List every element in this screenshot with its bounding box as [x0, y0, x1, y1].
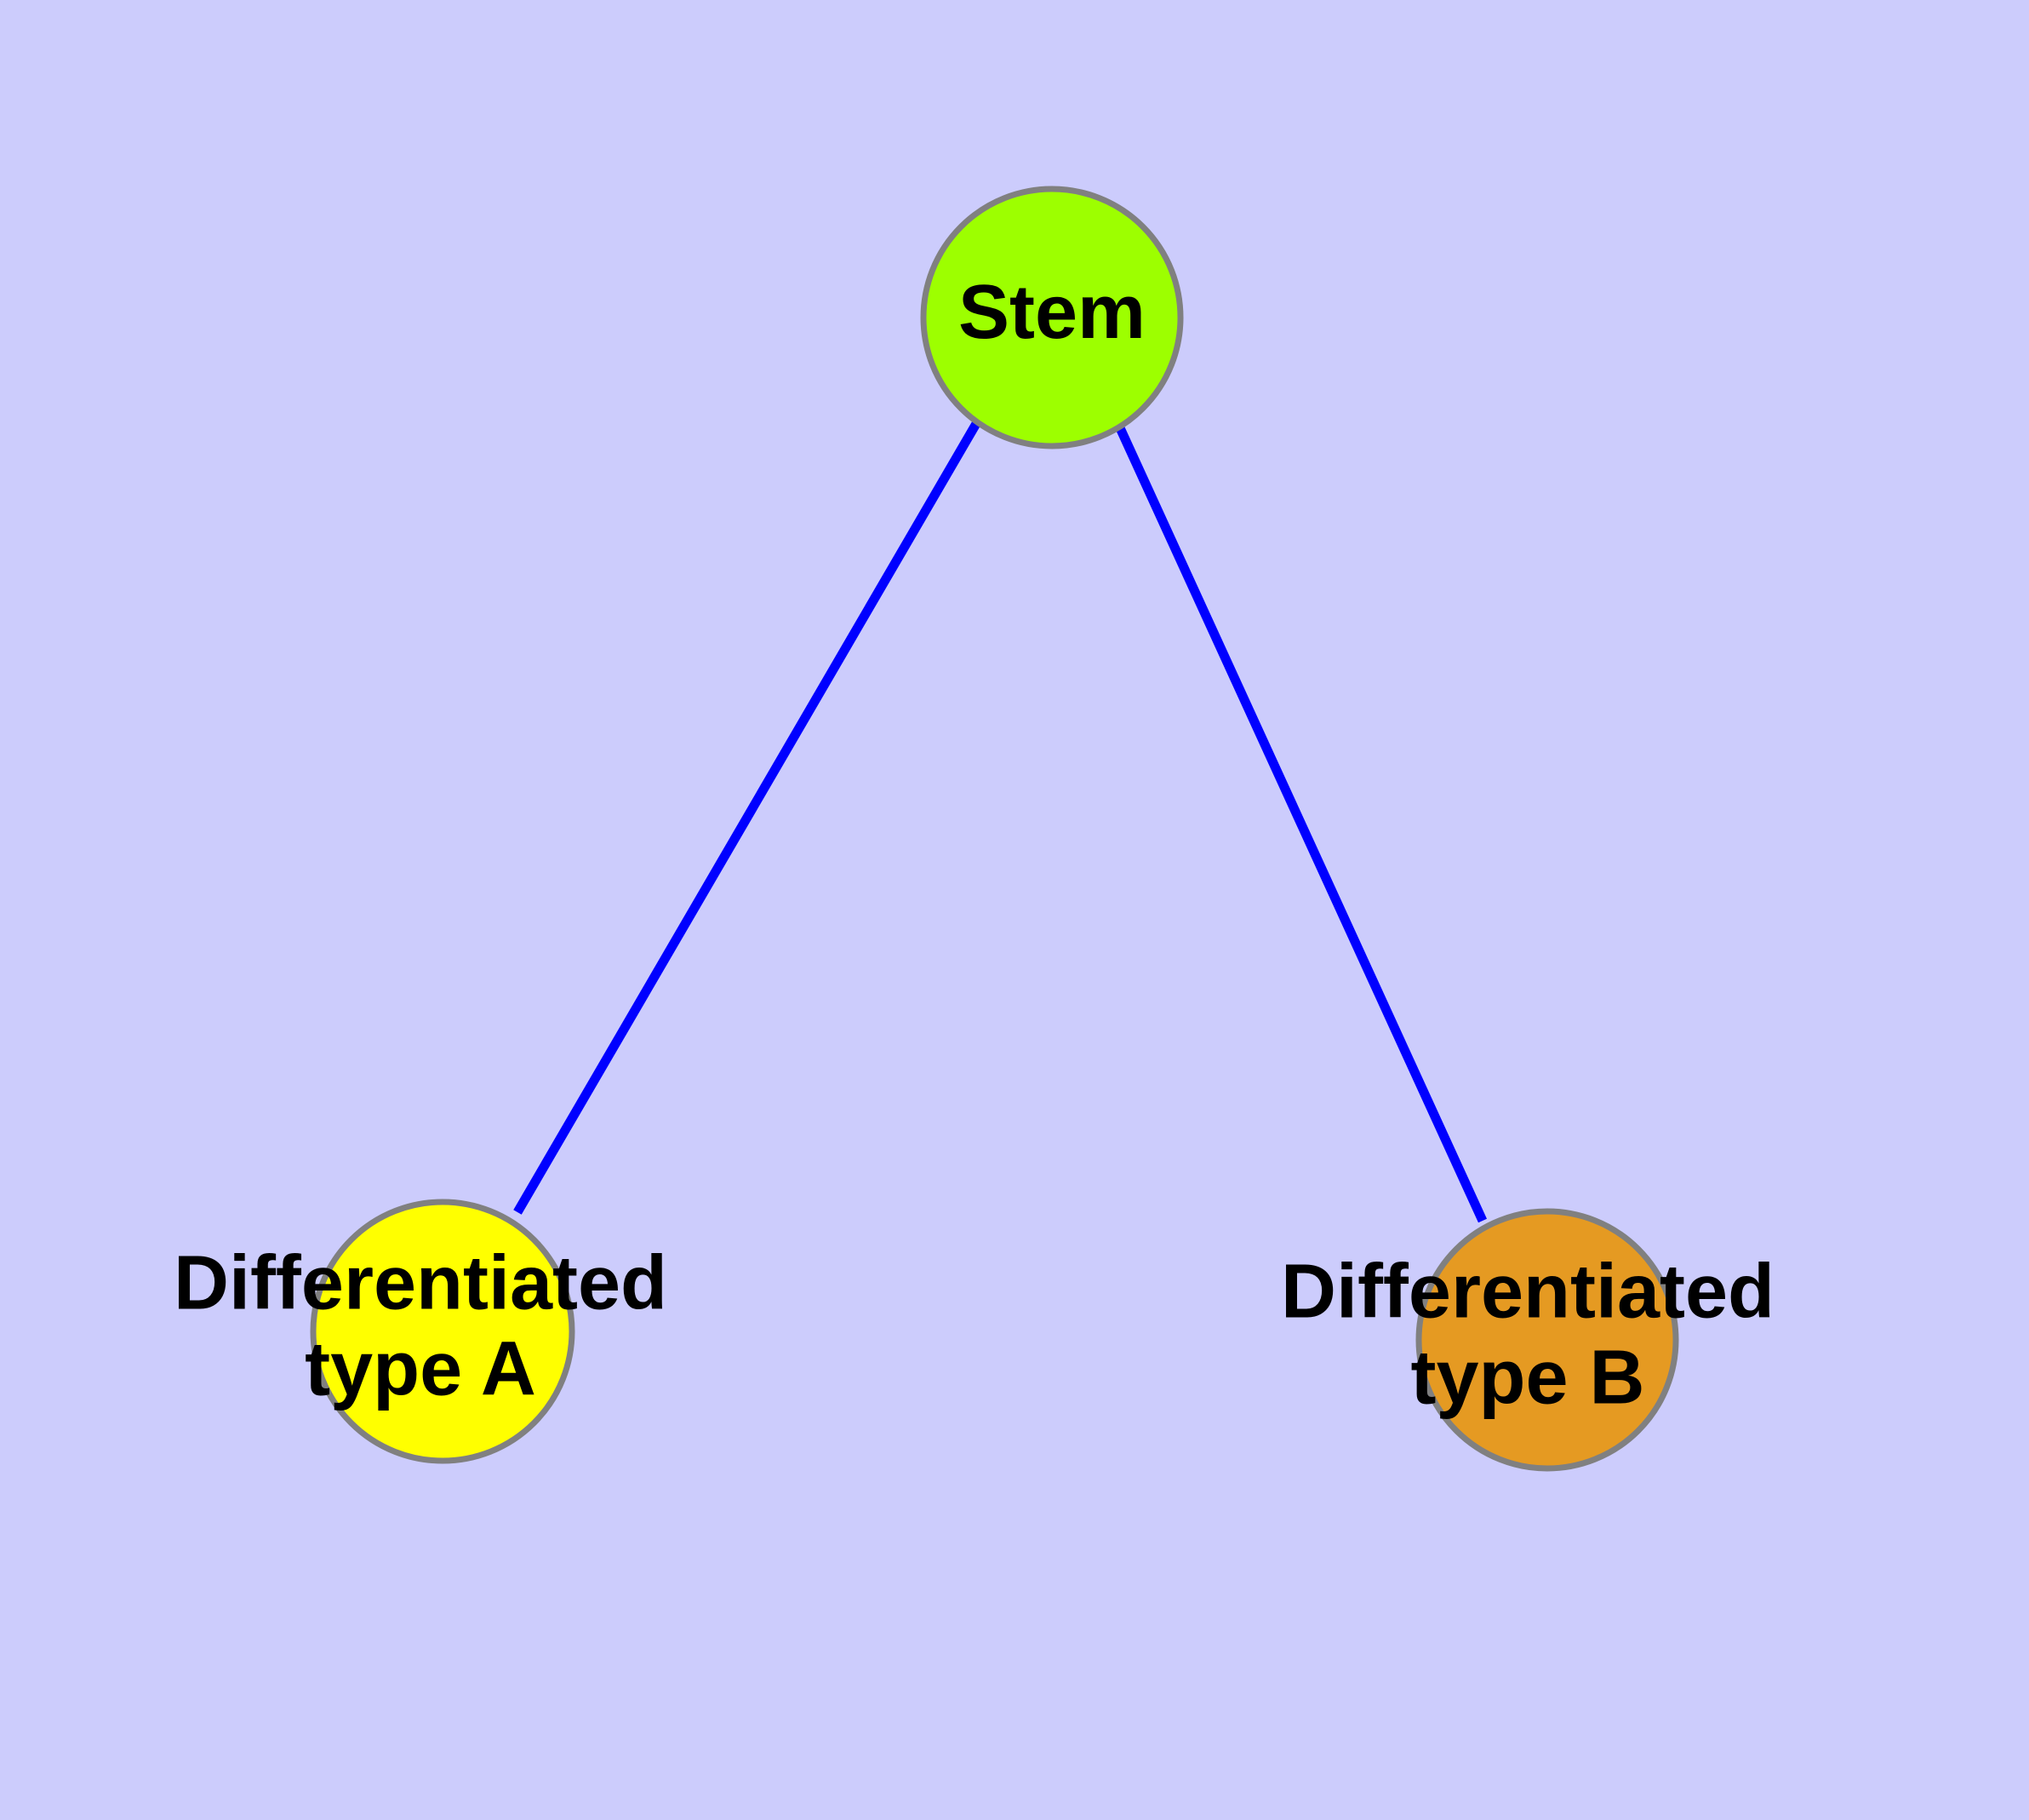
node-stem[interactable] [920, 186, 1184, 449]
edges-layer [513, 418, 1488, 1223]
node-diff-a[interactable] [310, 1199, 575, 1464]
node-label-line: Differentiated [1281, 1249, 1775, 1334]
edge-stem-to-a [513, 420, 981, 1215]
node-label-line: Differentiated [174, 1240, 667, 1325]
node-diff-b[interactable] [1415, 1208, 1679, 1472]
node-label-line: Stem [958, 270, 1146, 355]
node-label-line: type B [1410, 1335, 1644, 1420]
nodes-layer [310, 186, 1679, 1472]
node-label-line: type A [305, 1326, 536, 1411]
node-label-stem: Stem [958, 270, 1146, 355]
edge-stem-to-b [1112, 418, 1488, 1223]
